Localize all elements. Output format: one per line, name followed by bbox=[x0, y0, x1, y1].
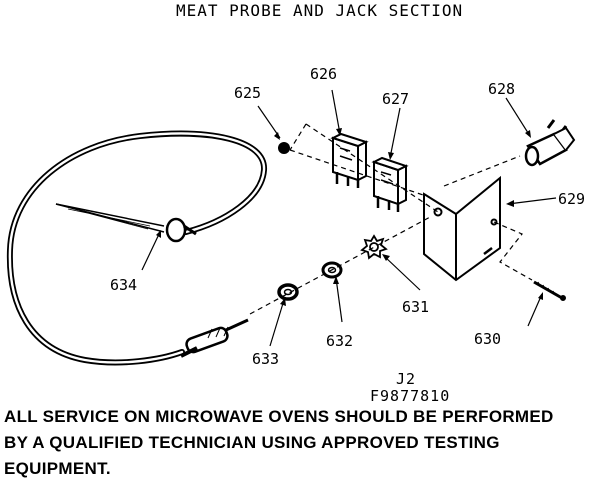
label-part-632: 632 bbox=[326, 332, 353, 350]
label-part-630: 630 bbox=[474, 330, 501, 348]
washer-632 bbox=[321, 261, 343, 279]
label-part-631: 631 bbox=[402, 298, 429, 316]
meat-probe-634 bbox=[6, 130, 267, 366]
label-part-633: 633 bbox=[252, 350, 279, 368]
label-part-628: 628 bbox=[488, 80, 515, 98]
label-part-634: 634 bbox=[110, 276, 137, 294]
diagram-code: J2 bbox=[396, 370, 416, 388]
assembly-lines bbox=[249, 123, 533, 315]
bracket-629 bbox=[423, 175, 501, 282]
switch-627 bbox=[371, 156, 409, 212]
jack-628 bbox=[524, 119, 576, 167]
label-part-625: 625 bbox=[234, 84, 261, 102]
notice-line-1: ALL SERVICE ON MICROWAVE OVENS SHOULD BE… bbox=[4, 407, 554, 426]
diagram-title: MEAT PROBE AND JACK SECTION bbox=[176, 1, 463, 20]
screw-630 bbox=[533, 280, 566, 301]
diagram-number: F9877810 bbox=[370, 387, 450, 405]
label-part-629: 629 bbox=[558, 190, 585, 208]
star-washer-631 bbox=[360, 234, 388, 260]
leader-arrows bbox=[156, 128, 543, 306]
label-part-627: 627 bbox=[382, 90, 409, 108]
label-part-626: 626 bbox=[310, 65, 337, 83]
knob-625 bbox=[278, 142, 290, 154]
notice-line-2: BY A QUALIFIED TECHNICIAN USING APPROVED… bbox=[4, 433, 500, 452]
switch-626 bbox=[330, 132, 369, 188]
leader-lines bbox=[141, 89, 557, 347]
service-notice: ALL SERVICE ON MICROWAVE OVENS SHOULD BE… bbox=[4, 404, 608, 482]
notice-line-3: EQUIPMENT. bbox=[4, 459, 111, 478]
